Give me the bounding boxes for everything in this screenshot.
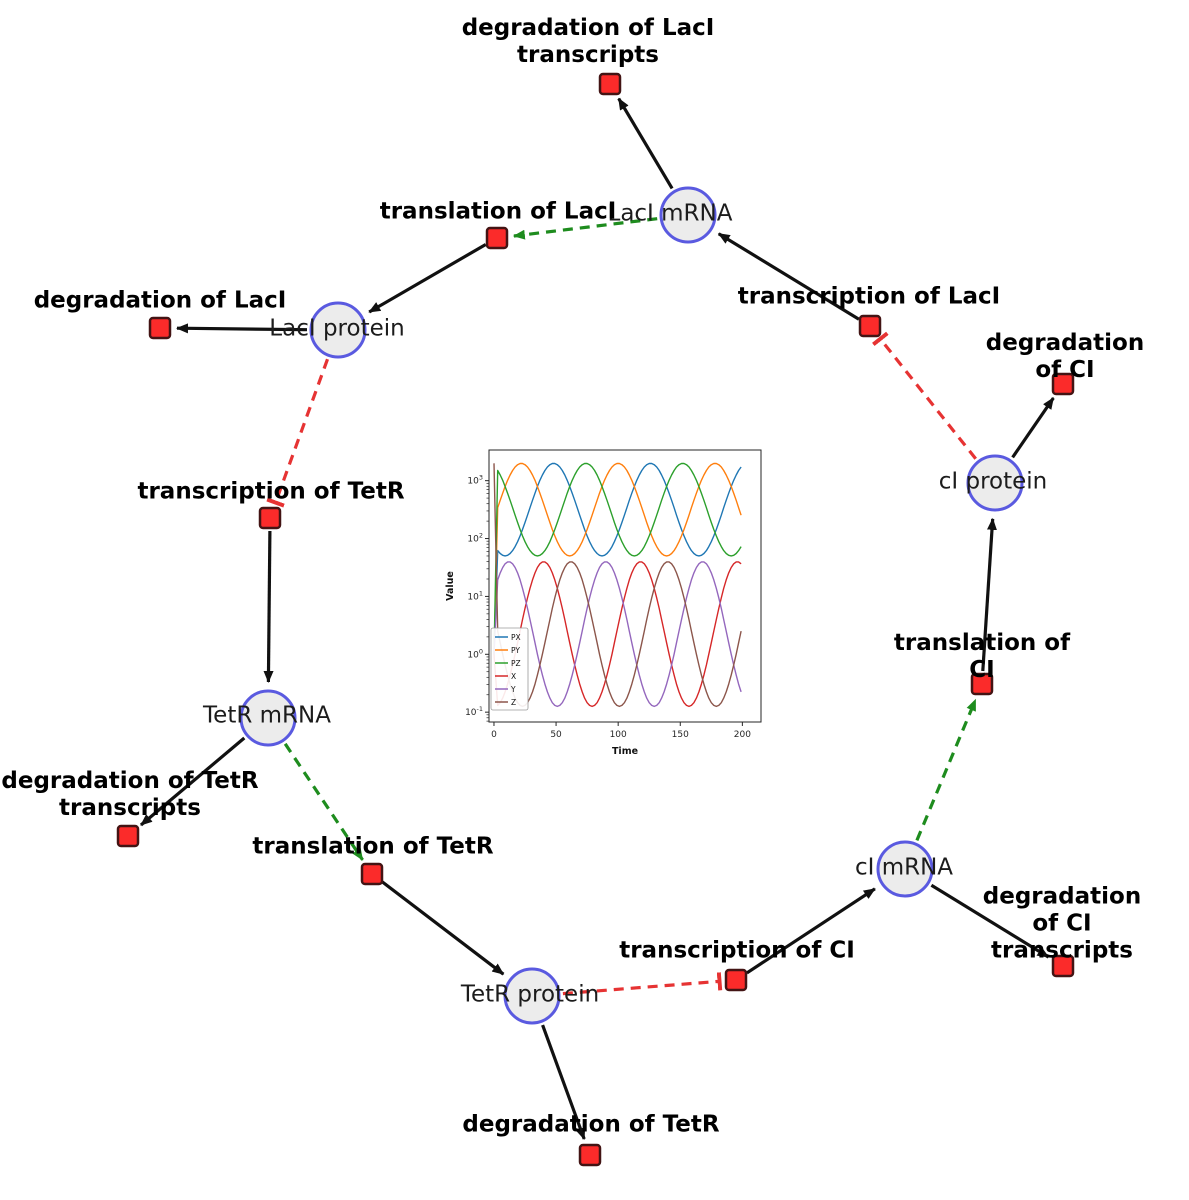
edge-inhibition-tetr-protein-to-transcription-ci [562,972,723,996]
chart-x-tick-label: 100 [610,730,627,740]
reaction-node-transcription-tetr[interactable] [258,506,282,530]
edge-production-translation-tetr-to-tetr-protein [381,880,505,976]
chart-legend-label-Y: Y [510,685,516,694]
chart-legend-label-PZ: PZ [511,659,521,668]
edge-modifier-ci-mrna-to-translation-ci [915,698,977,842]
chart-legend-label-PY: PY [511,646,520,655]
edge-consumption-ci-mrna-to-deg-ci-transcripts [930,883,1050,959]
species-node-ci-mrna[interactable] [876,840,934,898]
chart-series-PZ [493,462,742,655]
reaction-node-transcription-laci[interactable] [858,314,882,338]
chart-legend-label-PX: PX [511,633,521,642]
chart-axes-box [488,449,762,723]
edge-production-transcription-tetr-to-tetr-mrna [263,530,274,683]
chart-x-tick-label: 0 [491,730,497,740]
species-node-laci-protein[interactable] [309,301,367,359]
edge-consumption-tetr-protein-to-deg-tetr [541,1024,586,1140]
edge-production-transcription-ci-to-ci-mrna [746,887,876,975]
chart-series-Y [493,561,742,708]
node-group [116,72,1075,1167]
reaction-node-deg-tetr-transcripts[interactable] [116,824,140,848]
chart-legend-label-X: X [511,672,516,681]
reaction-node-transcription-ci[interactable] [724,968,748,992]
chart-y-tick-label: 103 [467,474,483,487]
edge-modifier-laci-mrna-to-translation-laci [512,217,658,240]
reaction-node-deg-ci-transcripts[interactable] [1051,954,1075,978]
edge-production-translation-ci-to-ci-protein [981,517,997,672]
edge-modifier-tetr-mrna-to-translation-tetr [283,742,364,861]
chart-series-X [493,561,742,708]
edge-production-translation-laci-to-laci-protein [368,243,487,314]
chart-legend-label-Z: Z [511,698,516,707]
edge-consumption-laci-protein-to-deg-laci [176,323,308,334]
chart-y-tick-label: 100 [467,647,483,660]
chart-x-tick-label: 200 [734,730,751,740]
chart-y-tick-label: 10-1 [465,705,483,718]
chart-y-tick-label: 101 [467,589,483,602]
chart-y-axis-label: Value [445,571,456,601]
edge-inhibition-laci-protein-to-transcription-tetr [266,358,330,508]
chart-x-axis-label: Time [612,746,638,754]
species-node-tetr-mrna[interactable] [239,689,297,747]
reaction-node-deg-laci[interactable] [148,316,172,340]
species-node-ci-protein[interactable] [966,454,1024,512]
species-node-laci-mrna[interactable] [659,186,717,244]
reaction-node-translation-laci[interactable] [485,226,509,250]
chart-series-Z [493,463,742,708]
reaction-node-deg-laci-transcripts[interactable] [598,72,622,96]
chart-x-tick-label: 150 [672,730,689,740]
chart-series-PY [493,462,742,655]
reaction-node-deg-tetr[interactable] [578,1143,602,1167]
edge-production-transcription-laci-to-laci-mrna [717,232,860,321]
chart-legend-box [490,627,529,711]
reaction-node-translation-ci[interactable] [970,672,994,696]
chart-y-tick-label: 102 [467,532,483,545]
edge-consumption-ci-protein-to-deg-ci [1011,397,1055,459]
reaction-node-deg-ci[interactable] [1051,372,1075,396]
edge-group [139,97,1055,1140]
reaction-node-translation-tetr[interactable] [360,862,384,886]
edge-inhibition-ci-protein-to-transcription-laci [872,331,977,460]
species-node-tetr-protein[interactable] [503,967,561,1025]
chart-x-tick-label: 50 [550,730,562,740]
edge-consumption-laci-mrna-to-deg-laci-transcripts [617,97,674,190]
edge-consumption-tetr-mrna-to-deg-tetr-transcripts [139,736,246,827]
